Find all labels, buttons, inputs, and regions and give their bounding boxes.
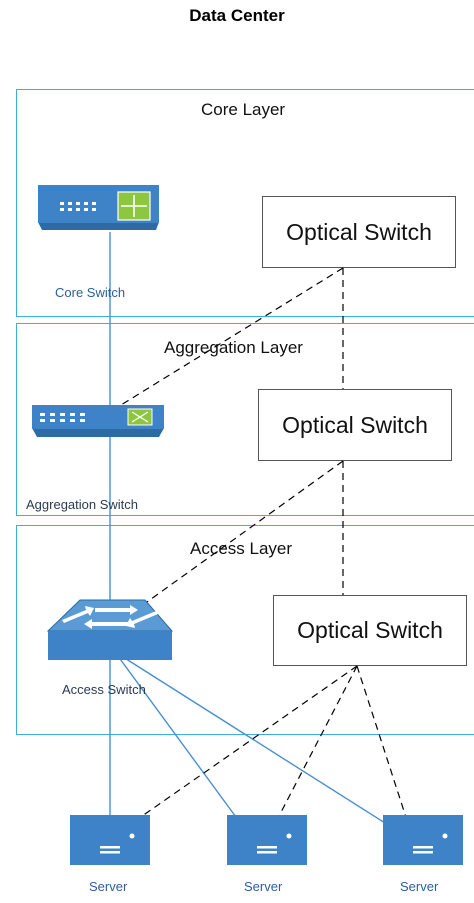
- core-switch-icon: [38, 185, 159, 230]
- core-layer-label: Core Layer: [201, 100, 286, 119]
- optical-switch-access: Optical Switch: [273, 595, 467, 666]
- access-optical-to-server2: [264, 665, 358, 844]
- aggregation-layer-label: Aggregation Layer: [164, 338, 303, 357]
- aggregation-switch-icon: [32, 405, 164, 437]
- access-optical-to-server1: [104, 665, 358, 843]
- server-icon-3: [383, 815, 463, 865]
- solid-links: [109, 232, 416, 844]
- server-caption-1: Server: [89, 879, 128, 894]
- access-optical-to-server3: [356, 665, 415, 843]
- core-optical-to-agg-switch: [107, 267, 344, 414]
- access-switch-caption: Access Switch: [62, 682, 146, 697]
- diagram-title: Data Center: [189, 6, 285, 25]
- aggregation-switch-caption: Aggregation Switch: [26, 497, 139, 512]
- server-caption-2: Server: [244, 879, 283, 894]
- optical-switch-aggregation: Optical Switch: [258, 389, 452, 461]
- server-icon-1: [70, 815, 150, 865]
- access-to-server2-link: [111, 647, 256, 844]
- server-caption-3: Server: [400, 879, 439, 894]
- access-to-server3-link: [111, 649, 416, 843]
- access-switch-icon: [46, 599, 174, 660]
- optical-switch-core: Optical Switch: [262, 196, 456, 268]
- dashed-links: [104, 267, 415, 844]
- core-layer-box: [16, 89, 474, 317]
- core-switch-caption: Core Switch: [55, 285, 126, 300]
- aggregation-layer-box: [16, 323, 474, 516]
- server-icon-2: [227, 815, 307, 865]
